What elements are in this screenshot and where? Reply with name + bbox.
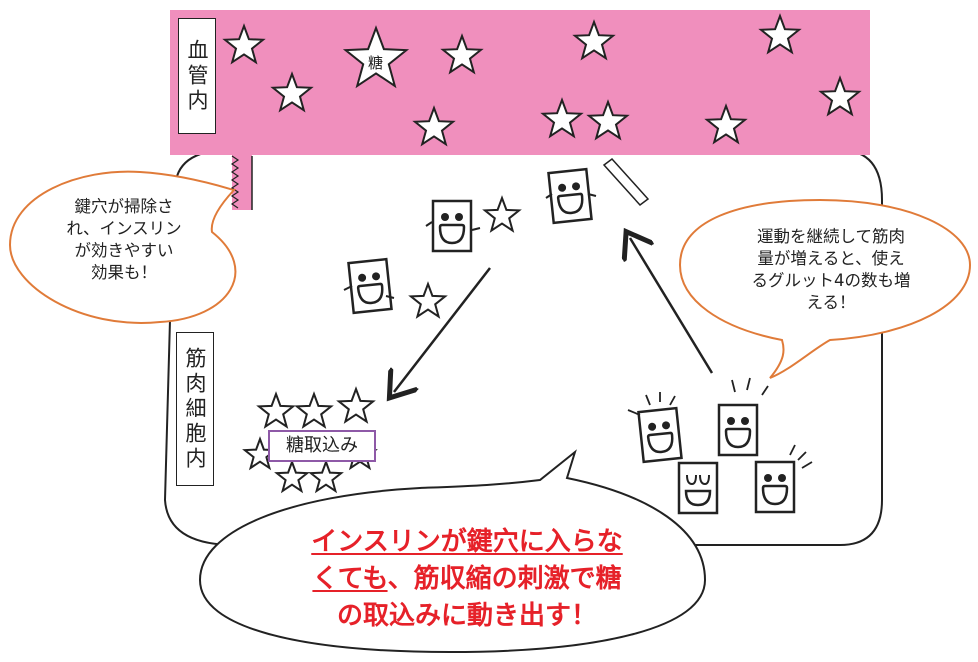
glut4-face (637, 406, 683, 464)
arrow-to-uptake (394, 267, 491, 392)
glut4-face-active (547, 167, 593, 225)
arrow-to-membrane (630, 238, 714, 374)
glut4-transporters (343, 157, 813, 515)
blood-vessel-band (170, 10, 870, 155)
glut4-face (717, 403, 759, 457)
sugar-star-icon (586, 99, 630, 141)
sugar-star-icon (270, 71, 314, 113)
sugar-star-icon (482, 195, 522, 233)
main-line-3: の取込みに動き出す！ (336, 601, 597, 631)
sugar-star-icon (256, 391, 296, 429)
left-bubble-text: 鍵穴が掃除さ れ、インスリン が効きやすい 効果も！ (66, 197, 182, 282)
glut4-face (754, 460, 796, 514)
left-speech-bubble (8, 170, 237, 324)
sugar-star-icon (572, 19, 616, 61)
sugar-star-icon (408, 281, 448, 319)
glut4-face-sleepy (677, 461, 719, 515)
sugar-star-icon (294, 391, 334, 429)
sugar-stars-in-cell (242, 195, 522, 494)
main-line-2-rest: 、筋収縮の刺激で糖 (387, 564, 622, 594)
sugar-star-icon (540, 97, 584, 139)
sugar-star-icon (818, 75, 862, 117)
sugar-star-icon (336, 386, 376, 424)
glut4-face (431, 199, 473, 253)
main-line-2-underlined: くても (312, 564, 388, 594)
right-speech-bubble (678, 198, 972, 379)
right-bubble-text: 運動を継続して筋肉 量が増えると、使え るグルット4の数も増 える！ (751, 227, 911, 312)
muscle-cell-label: 筋肉細胞内 (176, 332, 214, 486)
sugar-star-icon (440, 33, 484, 75)
glut4-face (347, 257, 393, 315)
sugar-star-icon (308, 459, 344, 494)
sugar-star-icon (704, 103, 748, 145)
sugar-star-icon (758, 13, 802, 55)
main-speech-bubble (198, 449, 707, 654)
keyhole-zigzag (230, 155, 240, 209)
sugar-star-icon (342, 25, 410, 89)
sugar-uptake-label: 糖取込み (268, 430, 376, 462)
sugar-star-icon (412, 105, 456, 147)
main-bubble-text: インスリンが鍵穴に入らな くても、筋収縮の刺激で糖 の取込みに動き出す！ (262, 524, 672, 635)
blood-vessel-label: 血管内 (178, 18, 216, 134)
sugar-star-icon (222, 23, 266, 65)
sugar-stars-in-vessel (222, 13, 862, 147)
sugar-star-icon (274, 459, 310, 494)
main-line-1: インスリンが鍵穴に入らな (311, 527, 623, 557)
sugar-star-label: 糖 (368, 54, 384, 72)
